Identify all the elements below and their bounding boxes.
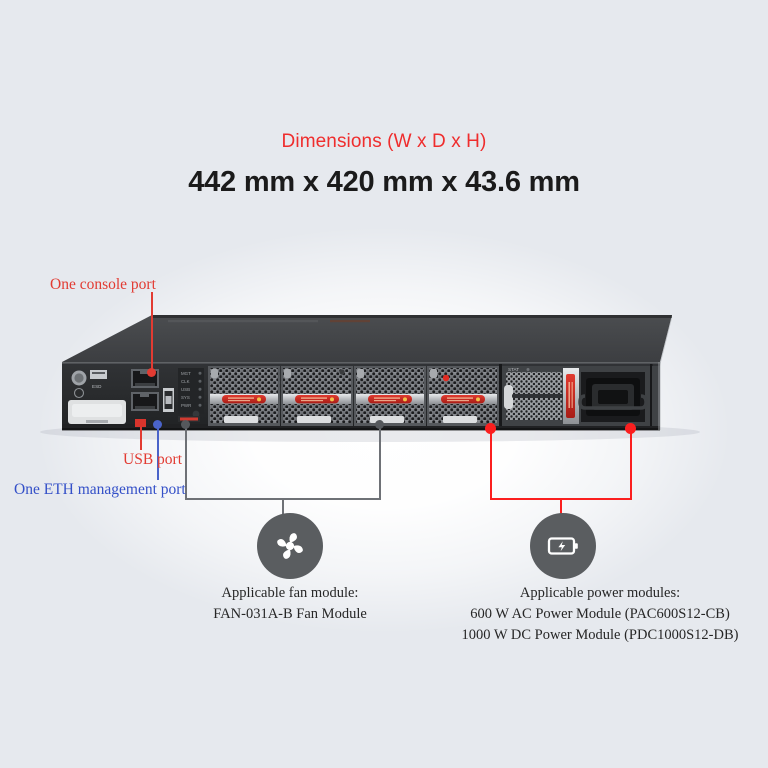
eth-leader-dot	[153, 420, 162, 429]
svg-text:MGT: MGT	[181, 371, 191, 376]
console-leader-dot	[147, 368, 156, 377]
svg-text:CLK: CLK	[181, 379, 190, 384]
svg-text:STAT: STAT	[508, 367, 519, 372]
fan-caption-line-0: FAN-031A-B Fan Module	[213, 606, 367, 622]
power-caption-line-0: 600 W AC Power Module (PAC600S12-CB)	[470, 606, 730, 622]
battery-bolt-icon	[547, 537, 578, 555]
power-caption: Applicable power modules: 600 W AC Power…	[400, 583, 768, 646]
callout-eth-management-port: One ETH management port	[14, 481, 186, 498]
power-bracket-right-arm	[630, 428, 632, 500]
power-badge	[530, 513, 596, 579]
fan-bracket	[181, 420, 384, 526]
power-bracket-stem	[560, 498, 562, 526]
power-bracket-right-dot	[625, 423, 636, 434]
callout-usb-port: USB port	[123, 451, 182, 468]
dimensions-title: Dimensions (W x D x H)	[281, 131, 487, 152]
fan-badge	[257, 513, 323, 579]
fan-icon	[277, 533, 303, 559]
fan-caption-heading: Applicable fan module:	[221, 585, 359, 601]
eth-leader-line	[157, 424, 159, 480]
power-bracket	[485, 423, 636, 526]
fan-bracket-left-arm	[185, 424, 187, 500]
power-caption-heading: Applicable power modules:	[519, 585, 681, 601]
dimensions-value: 442 mm x 420 mm x 43.6 mm	[188, 166, 580, 198]
fan-bracket-right-arm	[379, 424, 381, 500]
fan-bracket-right-dot	[375, 420, 384, 429]
svg-text:PWR: PWR	[181, 403, 191, 408]
usb-leader-line	[140, 424, 142, 450]
fan-bracket-stem	[282, 498, 284, 526]
power-caption-line-1: 1000 W DC Power Module (PDC1000S12-DB)	[461, 627, 739, 643]
svg-text:SYS: SYS	[181, 395, 190, 400]
power-bracket-left-arm	[490, 428, 492, 500]
fan-bracket-left-dot	[181, 420, 190, 429]
console-leader-line	[151, 292, 153, 372]
svg-text:ESD: ESD	[92, 384, 102, 389]
svg-text:USB: USB	[181, 387, 190, 392]
fan-caption: Applicable fan module: FAN-031A-B Fan Mo…	[140, 583, 440, 625]
usb-leader-dot	[135, 419, 146, 427]
callout-console-port: One console port	[50, 276, 156, 293]
power-bracket-left-dot	[485, 423, 496, 434]
